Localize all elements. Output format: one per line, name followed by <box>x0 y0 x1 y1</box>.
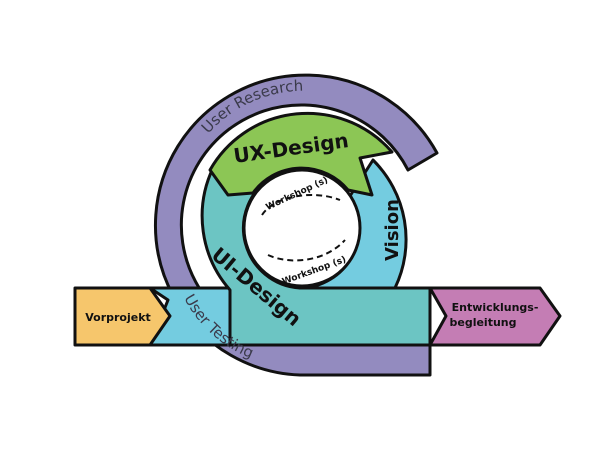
entwicklung-label-line1: Entwicklungs- <box>452 301 539 314</box>
workshop-dashed-bottom <box>267 239 346 262</box>
vorprojekt-label: Vorprojekt <box>85 311 151 324</box>
vorprojekt-box <box>73 286 172 347</box>
workshop-dashed-top <box>261 194 341 216</box>
entwicklung-arrow <box>428 286 562 347</box>
ux-design-band <box>208 111 394 197</box>
vision-label: Vision <box>382 199 403 261</box>
entwicklung-label-line2: begleitung <box>449 316 516 329</box>
